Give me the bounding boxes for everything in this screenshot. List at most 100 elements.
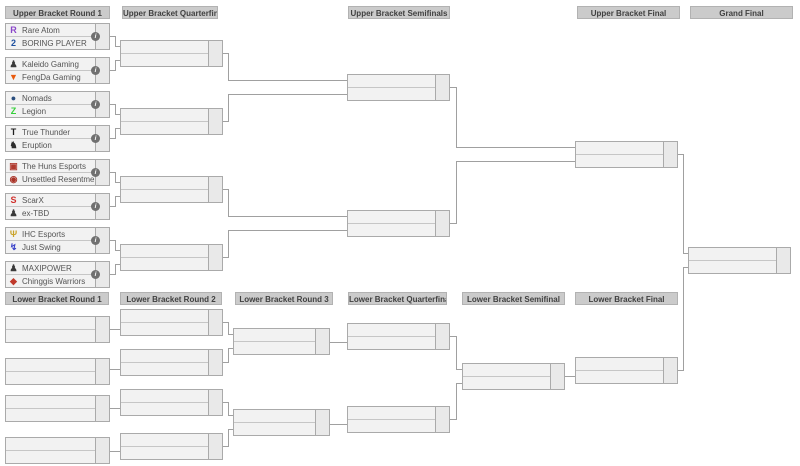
empty-team-slot [576, 358, 677, 371]
team-slot-just-swing[interactable]: ↯Just Swing [6, 241, 109, 253]
match-details-icon[interactable]: i [91, 134, 100, 143]
bracket-connector-segment [228, 189, 229, 217]
team-name[interactable]: IHC Esports [22, 229, 66, 239]
bracket-connector-segment [115, 60, 116, 71]
bracket-connector-segment [228, 348, 233, 349]
match-details-icon[interactable]: i [91, 270, 100, 279]
team-slot-legion[interactable]: Z Legion [6, 105, 109, 117]
team-name[interactable]: Kaleido Gaming [22, 59, 79, 69]
bracket-connector-segment [450, 223, 457, 224]
bracket-connector-segment [115, 46, 120, 47]
bracket-connector-segment [228, 429, 233, 430]
team-slot-true-thunder[interactable]: T True Thunder [6, 126, 109, 139]
bracket-connector-segment [115, 114, 120, 115]
empty-team-slot [121, 434, 222, 447]
bracket-connector-segment [456, 87, 457, 148]
bracket-connector-segment [115, 264, 116, 275]
bracket-connector-segment [330, 342, 347, 343]
score-column [208, 310, 222, 335]
team-name[interactable]: Rare Atom [22, 25, 60, 35]
team-name[interactable]: ScarX [22, 195, 44, 205]
unsettled-resentment-logo-icon: ◉ [9, 173, 18, 184]
match-details-icon[interactable]: i [91, 66, 100, 75]
match-details-icon[interactable]: i [91, 32, 100, 41]
team-slot-maxipower[interactable]: ♟ MAXIPOWER [6, 262, 109, 275]
chinggis-warriors-logo-icon: ◆ [10, 275, 17, 286]
true-thunder-logo-icon: T [10, 126, 17, 137]
match-details-icon[interactable]: i [91, 202, 100, 211]
team-slot-fengda-gaming[interactable]: ▼ FengDa Gaming [6, 71, 109, 83]
bracket-connector-segment [110, 206, 116, 207]
empty-team-slot [576, 155, 677, 167]
score-column [208, 245, 222, 270]
team-name[interactable]: ex-TBD [22, 208, 50, 218]
scarx-logo-icon: S [10, 194, 17, 205]
fengda-gaming-logo-icon: ▼ [9, 71, 18, 82]
team-name[interactable]: Legion [22, 106, 47, 116]
bracket-connector-segment [678, 370, 684, 371]
team-name[interactable]: Chinggis Warriors [22, 276, 86, 286]
bracket-connector-segment [450, 87, 457, 88]
bracket-connector-segment [110, 408, 120, 409]
team-name[interactable]: BORING PLAYER [22, 38, 87, 48]
empty-team-slot [121, 190, 222, 202]
empty-team-slot [121, 403, 222, 415]
bracket-connector-segment [223, 402, 229, 403]
team-name[interactable]: The Huns Esports [22, 161, 87, 171]
team-slot-ex-tbd[interactable]: ♟ex-TBD [6, 207, 109, 219]
lower-bracket-quarterfinals-match-2 [347, 406, 450, 433]
bracket-connector-segment [223, 362, 229, 363]
team-name[interactable]: True Thunder [22, 127, 71, 137]
lower-bracket-round-1-match-3 [5, 395, 110, 422]
score-column [435, 407, 449, 432]
grand-final-match-1 [688, 247, 791, 274]
team-slot-scarx[interactable]: S ScarX [6, 194, 109, 207]
empty-team-slot [6, 451, 109, 463]
team-slot-unsettled-resentment[interactable]: ◉ Unsettled Resentment [6, 173, 109, 185]
empty-team-slot [6, 438, 109, 451]
lower-bracket-round-3-match-1 [233, 328, 330, 355]
bracket-connector-segment [228, 94, 229, 122]
upper-bracket-round-1-match-8: ♟ MAXIPOWER ◆ Chinggis Warriors i [5, 261, 110, 288]
team-name[interactable]: Nomads [22, 93, 52, 103]
legion-logo-icon: Z [10, 105, 17, 116]
bracket-connector-segment [683, 154, 684, 254]
team-name[interactable]: Just Swing [22, 242, 61, 252]
bracket-connector-segment [228, 230, 229, 258]
empty-team-slot [348, 407, 449, 420]
upper-bracket-quarterfinals-match-1 [120, 40, 223, 67]
match-details-icon[interactable]: i [91, 236, 100, 245]
score-column [208, 350, 222, 375]
bracket-connector-segment [223, 446, 229, 447]
team-slot-kaleido-gaming[interactable]: ♟Kaleido Gaming [6, 58, 109, 71]
team-name[interactable]: MAXIPOWER [22, 263, 72, 273]
upper-bracket-quarterfinals-match-2 [120, 108, 223, 135]
team-slot-the-huns-esports[interactable]: ▣The Huns Esports [6, 160, 109, 173]
team-slot-nomads[interactable]: ●Nomads [6, 92, 109, 105]
team-name[interactable]: Unsettled Resentment [22, 174, 102, 184]
team-name[interactable]: FengDa Gaming [22, 72, 81, 82]
team-slot-chinggis-warriors[interactable]: ◆ Chinggis Warriors [6, 275, 109, 287]
bracket-connector-segment [456, 161, 457, 224]
bracket-connector-segment [223, 322, 229, 323]
bracket-connector-segment [456, 383, 457, 420]
bracket-connector-segment [110, 274, 116, 275]
team-name[interactable]: Eruption [22, 140, 52, 150]
match-details-icon[interactable]: i [91, 168, 100, 177]
score-column [315, 410, 329, 435]
bracket-connector-segment [456, 369, 462, 370]
round-header-upper-bracket-round-1: Upper Bracket Round 1 [5, 6, 110, 19]
bracket-connector-segment [110, 70, 116, 71]
match-details-icon[interactable]: i [91, 100, 100, 109]
bracket-connector-segment [223, 257, 229, 258]
bracket-connector-segment [228, 348, 229, 363]
maxipower-logo-icon: ♟ [9, 262, 18, 273]
bracket-connector-segment [115, 182, 120, 183]
team-slot-eruption[interactable]: ♞Eruption [6, 139, 109, 151]
lower-bracket-semifinal-match-1 [462, 363, 565, 390]
team-slot-boring-player[interactable]: 2 BORING PLAYER [6, 37, 109, 49]
boring-player-logo-icon: 2 [10, 37, 16, 48]
